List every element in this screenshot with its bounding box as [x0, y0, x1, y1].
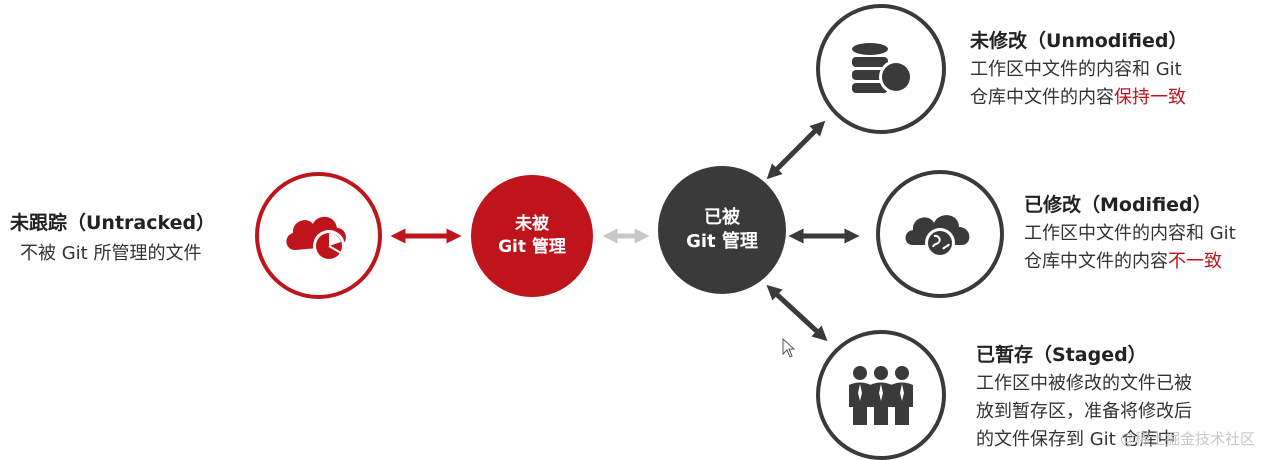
cloud-pie-icon	[285, 216, 346, 262]
cloud-globe-icon	[905, 215, 970, 258]
staged-desc-line3: 的文件保存到 Git 仓库中	[976, 429, 1176, 450]
managed-line2: Git 管理	[686, 231, 758, 252]
unmodified-desc-highlight: 保持一致	[1114, 87, 1186, 108]
managed-line1: 已被	[704, 206, 740, 228]
modified-desc-line2: 仓库中文件的内容不一致	[1024, 248, 1222, 276]
database-icon	[852, 43, 913, 94]
staged-desc-line1: 工作区中被修改的文件已被	[976, 373, 1192, 394]
unmodified-desc-line1: 工作区中文件的内容和 Git	[970, 59, 1182, 80]
unmodified-desc-prefix: 仓库中文件的内容	[970, 87, 1114, 108]
untracked-title: 未跟踪（Untracked）	[10, 212, 216, 234]
people-group-icon	[849, 366, 913, 425]
managed-node: 已被 Git 管理	[658, 166, 786, 294]
staged-title: 已暂存（Staged）	[976, 344, 1147, 366]
arrow-managed-unmodified	[766, 120, 826, 180]
modified-desc-prefix: 仓库中文件的内容	[1024, 251, 1168, 272]
not-managed-node: 未被 Git 管理	[471, 175, 593, 297]
staged-desc-line2: 放到暂存区，准备将修改后	[976, 401, 1192, 422]
modified-desc-line1: 工作区中文件的内容和 Git	[1024, 223, 1236, 244]
modified-title: 已修改（Modified）	[1024, 194, 1212, 216]
untracked-desc: 不被 Git 所管理的文件	[20, 243, 202, 264]
unmodified-title: 未修改（Unmodified）	[970, 30, 1188, 52]
not-managed-line2: Git 管理	[498, 237, 566, 257]
arrow-managed-staged	[766, 284, 828, 342]
watermark: @稀土掘金技术社区	[1120, 430, 1256, 448]
staged-circle	[816, 330, 946, 460]
unmodified-desc-line2: 仓库中文件的内容保持一致	[970, 84, 1186, 112]
modified-desc-highlight: 不一致	[1168, 251, 1222, 272]
not-managed-line1: 未被	[515, 214, 549, 235]
mouse-cursor-icon	[782, 338, 796, 358]
unmodified-circle	[816, 4, 946, 134]
modified-circle	[876, 170, 1004, 298]
untracked-circle	[255, 172, 382, 299]
